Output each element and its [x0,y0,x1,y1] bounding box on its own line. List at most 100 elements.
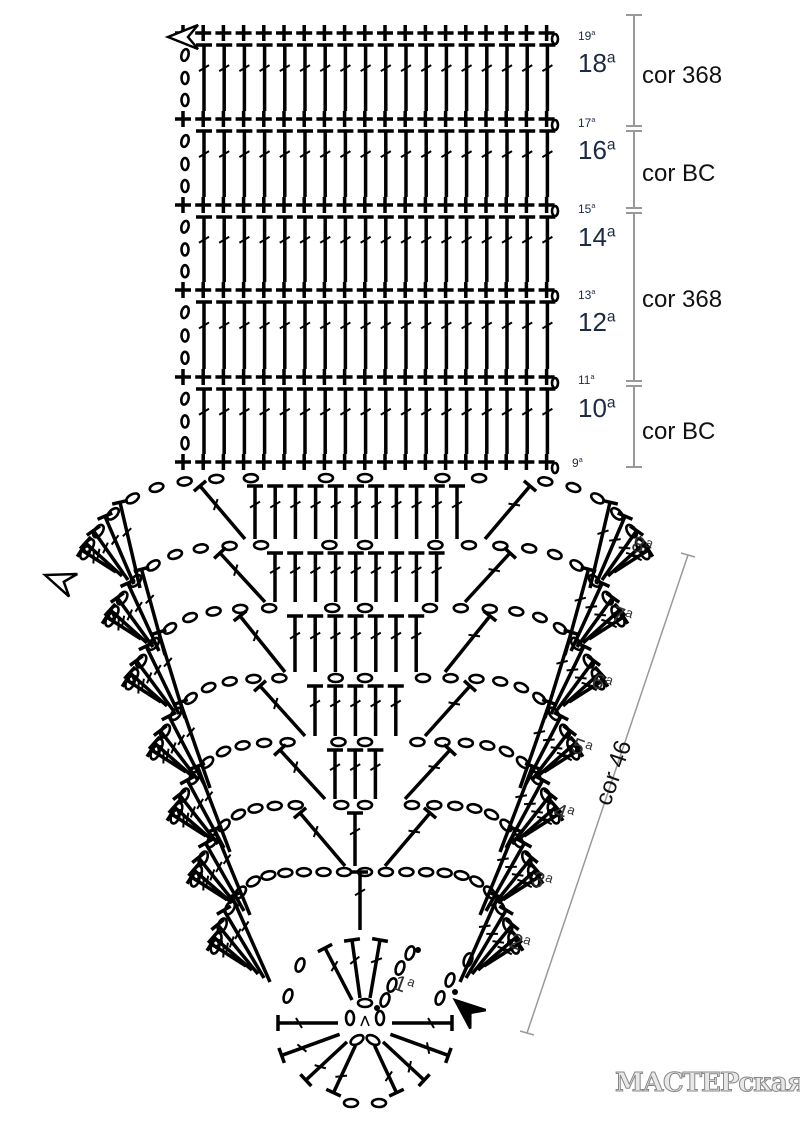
single-crochet-symbol [235,25,252,41]
treble-symbol [109,591,155,649]
chain-symbol [180,435,190,451]
treble-symbol [519,215,536,282]
chain-symbol [427,539,444,551]
stroke [205,936,218,952]
stroke [354,888,366,897]
stroke [483,484,532,541]
chain-symbol [365,1033,381,1047]
stroke [526,554,689,1034]
chain-symbol [589,492,606,505]
treble-symbol [408,551,425,602]
treble-symbol [449,484,465,539]
slip-stitch-symbol [415,947,421,953]
stroke [411,500,423,509]
chain-symbol [216,818,231,833]
stroke [210,942,247,968]
chain-symbol [460,539,478,551]
stroke [153,664,162,676]
stroke [556,751,569,758]
single-crochet-symbol [437,282,454,298]
stroke [381,1040,426,1082]
stroke [317,942,333,954]
stroke [309,631,321,640]
treble-symbol [539,215,556,282]
treble-symbol [483,479,538,541]
chain-symbol [409,736,426,748]
treble-symbol [478,824,524,916]
stroke [390,566,402,575]
stroke [478,828,517,916]
treble-symbol [377,215,394,282]
stroke [213,828,252,916]
treble-symbol [428,484,445,539]
stroke [249,500,261,509]
single-crochet-symbol [356,25,373,41]
stroke [331,1044,358,1094]
stroke [594,613,607,617]
chain-symbol [105,506,121,521]
single-crochet-symbol [316,197,333,213]
single-crochet-symbol [437,454,454,470]
stroke [126,609,133,621]
chain-symbol [180,156,190,172]
treble-symbol [317,129,334,197]
stroke [134,601,143,613]
stroke [481,321,493,330]
stroke [586,654,602,667]
stroke [218,551,267,604]
stroke [329,699,341,708]
chain-symbol [425,799,443,811]
stroke [309,699,321,708]
single-crochet-symbol [478,282,494,298]
single-crochet-symbol [457,282,474,298]
stroke [350,566,362,575]
slip-stitch-symbol [112,612,118,618]
treble-symbol [236,300,253,369]
treble-symbol [357,43,374,111]
treble-symbol [216,129,233,197]
single-crochet-symbol [255,454,272,470]
stroke [422,806,438,820]
single-crochet-symbol [255,282,272,298]
stroke [440,407,452,416]
treble-symbol [438,129,455,197]
stroke [512,936,525,952]
treble-symbol [327,551,344,602]
stroke [521,321,533,330]
single-crochet-symbol [356,369,373,385]
single-crochet-symbol [538,25,555,41]
treble-symbol [398,215,414,282]
stroke [343,937,361,943]
single-crochet-symbol [255,25,272,41]
treble-symbol [594,511,634,585]
treble-symbol [236,129,253,197]
slip-stitch-symbol [567,745,573,751]
stroke [519,1030,535,1036]
stroke [329,631,341,640]
stroke [541,407,553,416]
single-crochet-symbol [276,282,292,298]
stroke [172,788,187,801]
stroke [350,631,362,640]
stroke [462,679,478,693]
treble-symbol [216,387,233,454]
stroke [536,815,549,822]
treble-symbol [499,387,515,454]
treble-symbol [267,484,284,539]
chain-symbol [374,1009,386,1027]
single-crochet-symbol [498,197,515,213]
stroke [218,235,230,244]
single-crochet-symbol [538,369,555,385]
stroke [481,64,493,72]
chain-symbol [356,736,374,748]
stroke [380,235,392,244]
row-ordinal: a [591,287,596,296]
stroke [133,565,150,574]
single-crochet-symbol [296,282,313,298]
stroke [258,684,307,738]
single-crochet-symbol [478,25,494,41]
single-crochet-row [175,369,560,390]
treble-symbol [367,614,384,672]
stroke [110,534,120,546]
